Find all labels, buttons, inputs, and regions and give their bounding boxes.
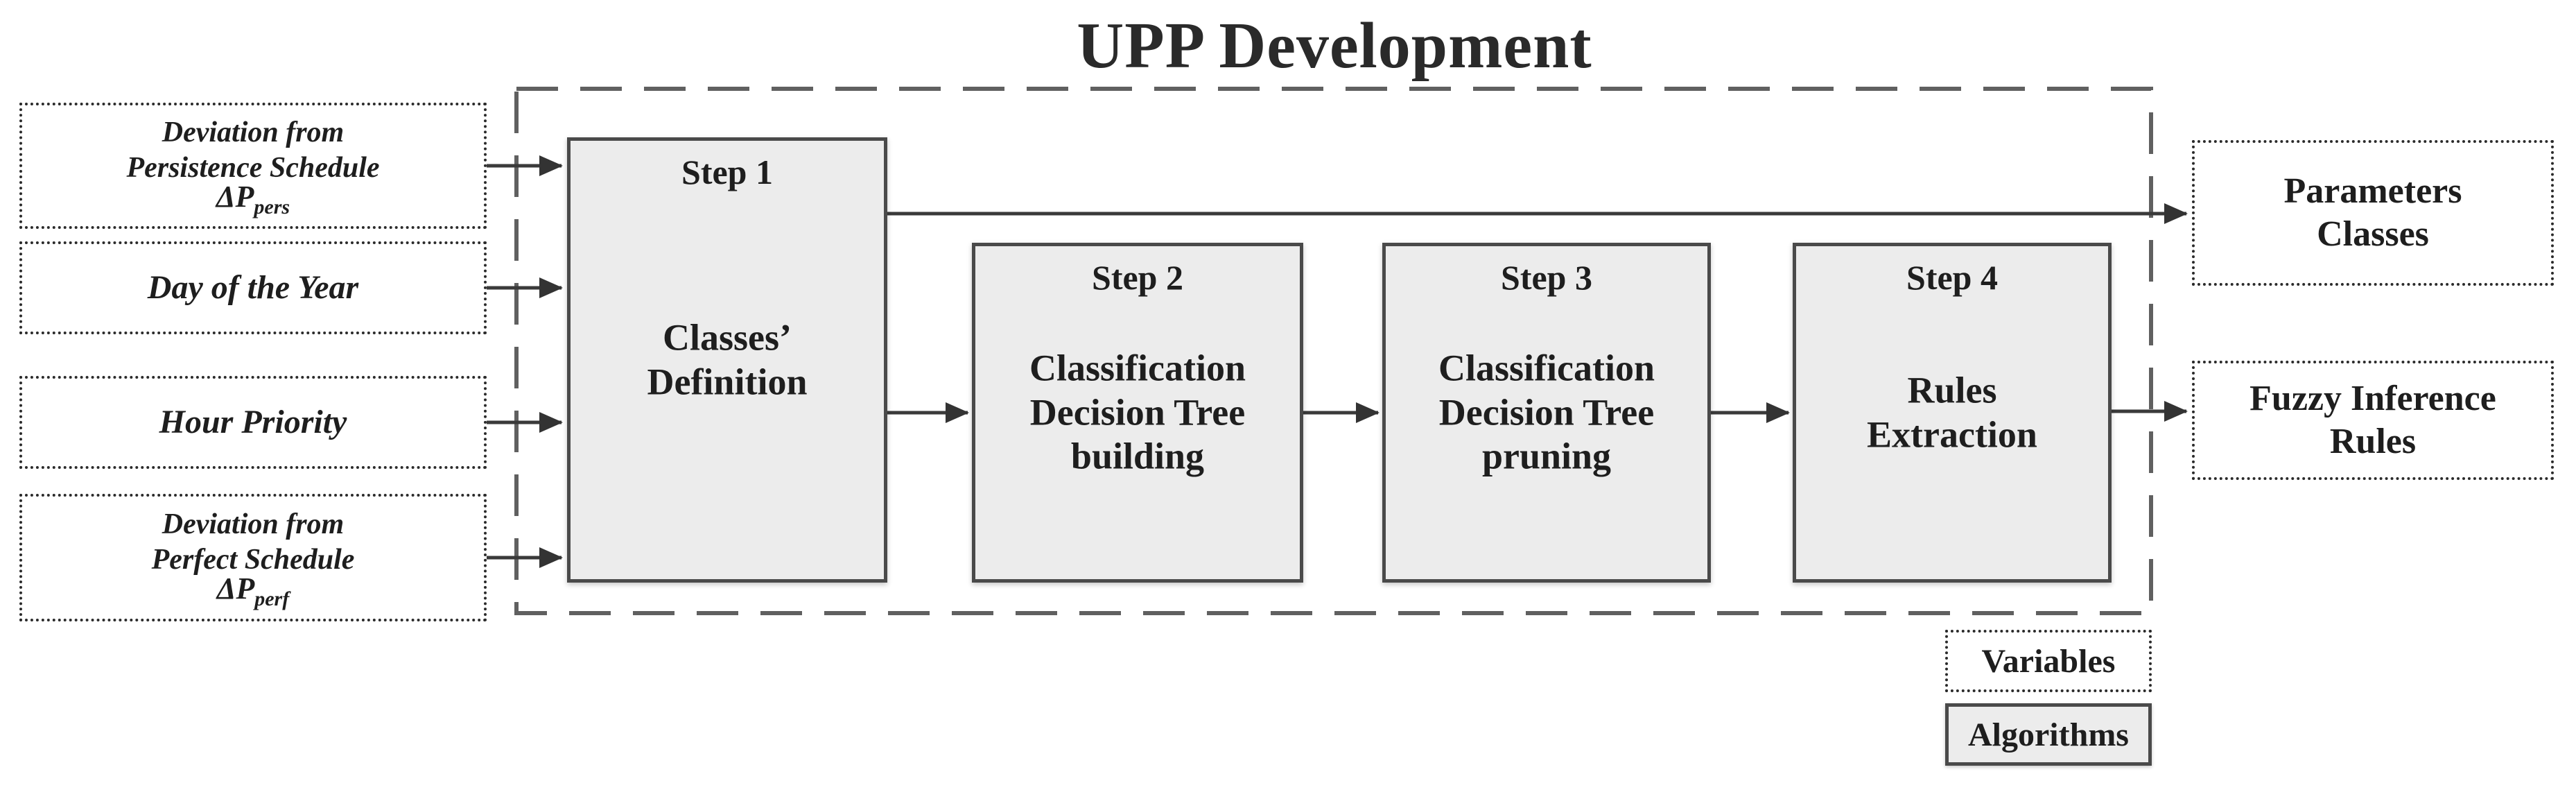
output-label: Fuzzy Inference Rules — [2249, 378, 2496, 461]
input-box-deviation-perfect-schedule: Deviation from Perfect Schedule ΔPperf — [19, 494, 487, 621]
legend-variables-label: Variables — [1981, 642, 2116, 680]
step-1-classes-definition-box: Step 1 Classes’ Definition — [567, 137, 887, 583]
input-symbol-delta-p-perf: ΔPperf — [216, 572, 290, 611]
input-box-hour-priority: Hour Priority — [19, 376, 487, 469]
input-label: Deviation from Perfect Schedule — [151, 508, 355, 576]
output-box-fuzzy-inference-rules: Fuzzy Inference Rules — [2192, 361, 2554, 480]
legend-algorithms-label: Algorithms — [1968, 716, 2129, 753]
step-name: Classes’ Definition — [647, 316, 808, 402]
output-box-parameters-classes: Parameters Classes — [2192, 140, 2554, 286]
step-label: Step 1 — [681, 153, 773, 191]
input-box-day-of-the-year: Day of the Year — [19, 241, 487, 334]
step-2-decision-tree-building-box: Step 2 Classification Decision Tree buil… — [972, 243, 1303, 583]
step-name: Classification Decision Tree building — [1029, 347, 1246, 477]
input-symbol-delta-p-pers: ΔPpers — [216, 180, 290, 219]
step-label: Step 2 — [1092, 258, 1183, 297]
step-name: Classification Decision Tree pruning — [1438, 347, 1655, 477]
input-label: Day of the Year — [147, 268, 359, 306]
step-label: Step 4 — [1906, 258, 1998, 297]
legend-variables-box: Variables — [1945, 630, 2152, 692]
input-label: Deviation from Persistence Schedule — [126, 116, 380, 184]
diagram-title: UPP Development — [1077, 10, 1592, 82]
input-label: Hour Priority — [159, 403, 347, 440]
step-label: Step 3 — [1501, 258, 1592, 297]
step-name: Rules Extraction — [1867, 369, 2037, 455]
input-box-deviation-persistence-schedule: Deviation from Persistence Schedule ΔPpe… — [19, 103, 487, 229]
step-4-rules-extraction-box: Step 4 Rules Extraction — [1793, 243, 2112, 583]
output-label: Parameters Classes — [2283, 171, 2462, 254]
step-3-decision-tree-pruning-box: Step 3 Classification Decision Tree prun… — [1382, 243, 1711, 583]
legend-algorithms-box: Algorithms — [1945, 703, 2152, 766]
